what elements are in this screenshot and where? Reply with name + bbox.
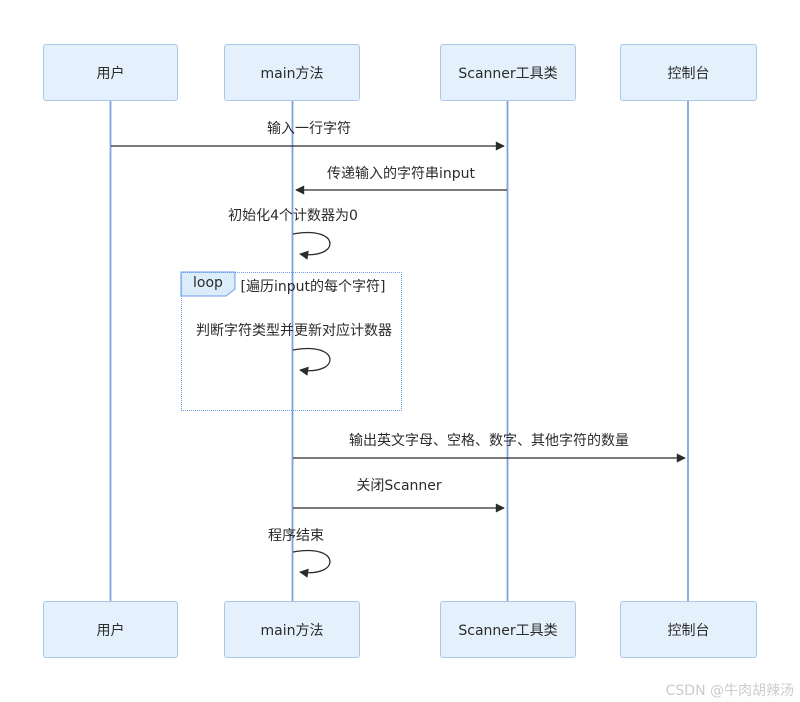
self-loop-program-end [292,549,331,578]
loop-label: loop [193,275,223,291]
message-label-input-line: 输入一行字符 [267,121,351,137]
participant-top-user: 用户 [43,44,178,101]
participant-top-main: main方法 [224,44,360,101]
self-loop-init-counters [292,231,331,260]
loop-frame [181,272,402,411]
watermark: CSDN @牛肉胡辣汤 [665,683,794,699]
message-label-close-scanner: 关闭Scanner [356,478,442,494]
message-label-program-end: 程序结束 [268,528,324,544]
message-label-output-counts: 输出英文字母、空格、数字、其他字符的数量 [349,433,629,449]
participant-bottom-console: 控制台 [620,601,757,658]
participant-bottom-main: main方法 [224,601,360,658]
message-label-init-counters: 初始化4个计数器为0 [228,208,358,224]
loop-condition: [遍历input的每个字符] [240,279,386,295]
participant-top-scanner: Scanner工具类 [440,44,576,101]
participant-top-console: 控制台 [620,44,757,101]
participant-bottom-scanner: Scanner工具类 [440,601,576,658]
message-label-update-counters: 判断字符类型并更新对应计数器 [196,323,392,339]
participant-bottom-user: 用户 [43,601,178,658]
message-label-pass-input: 传递输入的字符串input [326,166,476,182]
